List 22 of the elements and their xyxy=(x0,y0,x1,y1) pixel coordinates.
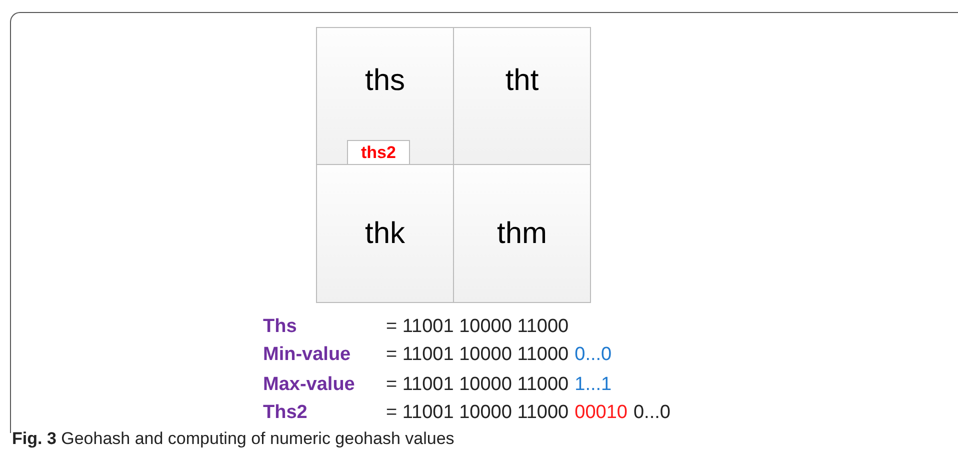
row-name: Ths2 xyxy=(263,401,308,425)
sub-cell-box: ths2 xyxy=(347,140,410,165)
row-name: Max-value xyxy=(263,373,355,397)
cell-label: thk xyxy=(364,216,406,250)
binary-value: = 11001 10000 11000 xyxy=(386,373,569,397)
figure-caption: Fig. 3 Geohash and computing of numeric geohash values xyxy=(12,429,454,449)
grid-cell xyxy=(453,27,591,165)
suffix-bits: 00010 xyxy=(574,401,628,425)
grid-cell xyxy=(453,164,591,303)
cell-label: tht xyxy=(505,64,539,98)
suffix-bits: 1...1 xyxy=(574,373,612,397)
suffix-bits: 0...0 xyxy=(574,343,612,367)
row-name: Ths xyxy=(263,315,297,339)
suffix-bits: 0...0 xyxy=(633,401,670,425)
grid-cell xyxy=(316,27,454,165)
cell-label: ths xyxy=(364,64,406,98)
row-name: Min-value xyxy=(263,343,351,367)
binary-value: = 11001 10000 11000 xyxy=(386,401,569,425)
binary-value: = 11001 10000 11000 xyxy=(386,343,569,367)
grid-cell xyxy=(316,164,454,303)
cell-label: thm xyxy=(496,216,547,250)
binary-value: = 11001 10000 11000 xyxy=(386,315,569,339)
